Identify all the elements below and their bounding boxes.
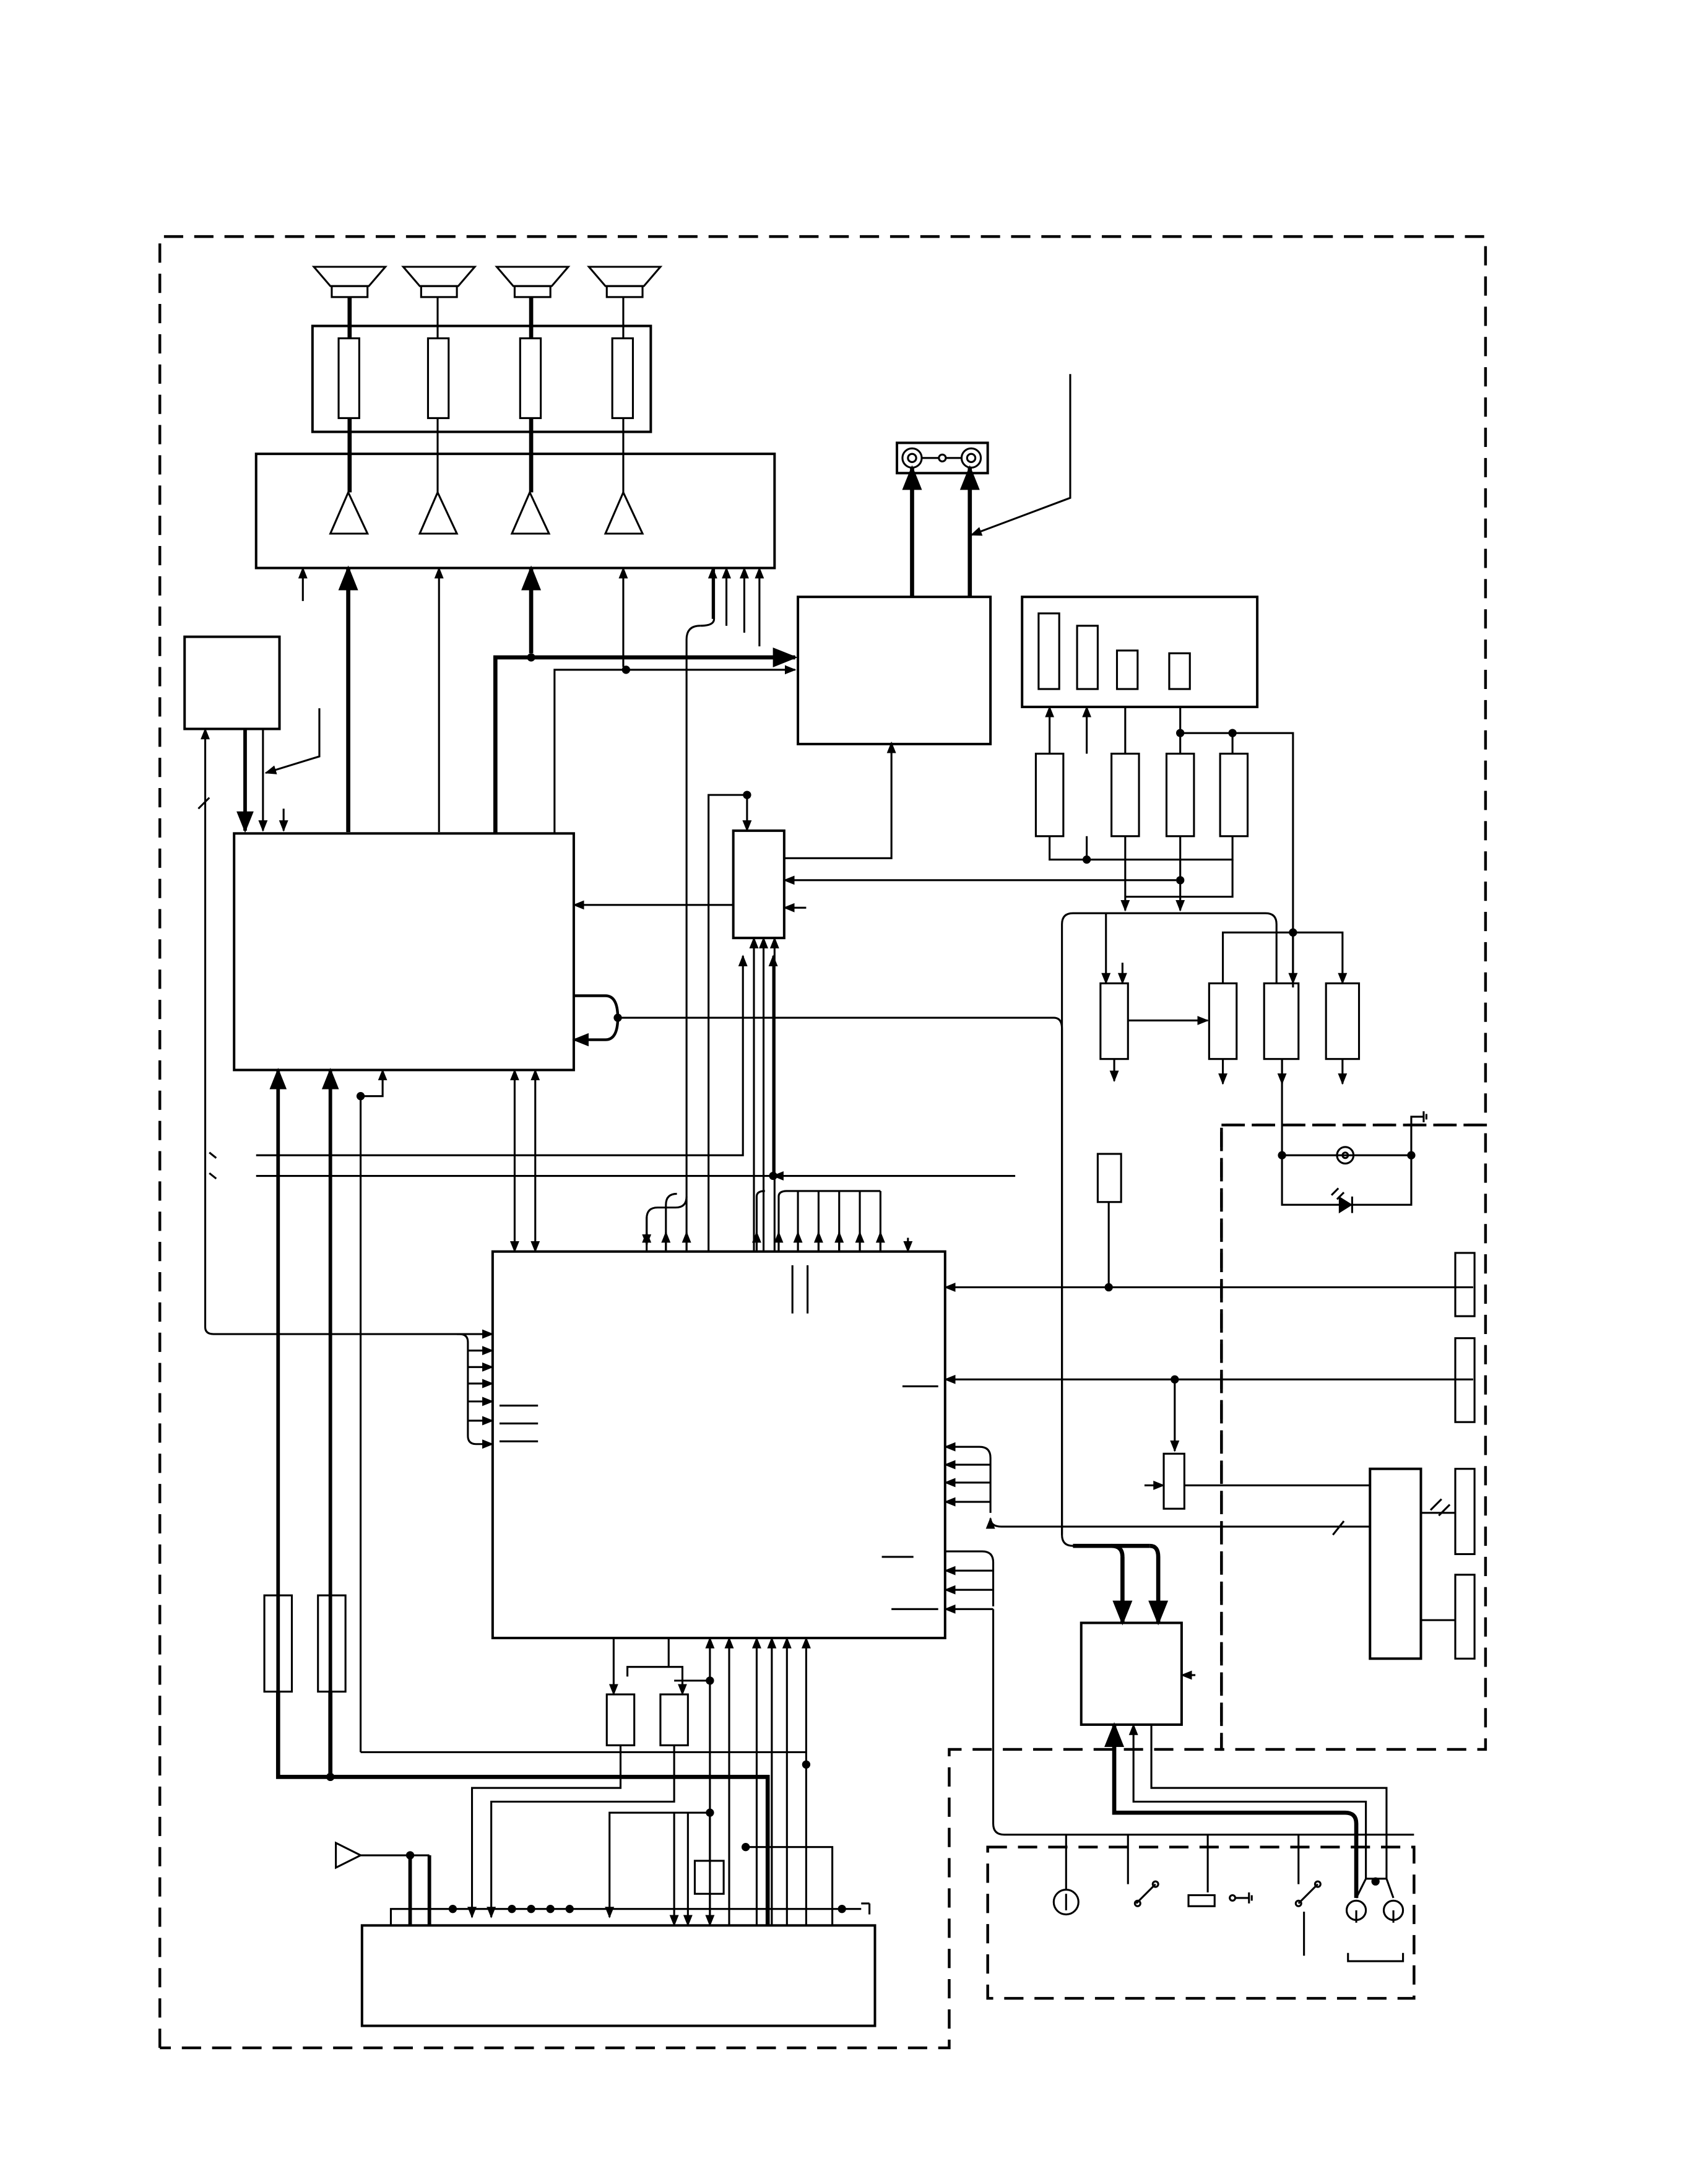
tuner-module-block [360, 1924, 876, 2027]
connector-resistor [519, 337, 542, 419]
connector [1454, 1252, 1476, 1317]
connector-resistor [611, 337, 634, 419]
knob-icon [1052, 1889, 1080, 1916]
battery-icon [1187, 1834, 1216, 1907]
resistor [1219, 752, 1249, 838]
resistor [1165, 752, 1195, 838]
resistor [605, 1693, 636, 1746]
main-cpu-ic [491, 1250, 946, 1639]
amplifier-icon [329, 490, 370, 535]
display-element [1037, 612, 1060, 690]
speaker-icon [587, 266, 663, 298]
resistor [1034, 752, 1065, 838]
display-driver-ic [1369, 1467, 1422, 1660]
power-control-block [1080, 1621, 1183, 1726]
amplifier-icon [418, 490, 459, 535]
display-connector [1454, 1574, 1476, 1660]
led-icon [1330, 1187, 1353, 1214]
main-board-boundary [158, 235, 1487, 2050]
headphone-jack-icon [1345, 1899, 1367, 1923]
display-element [1168, 652, 1191, 690]
speaker-icon [401, 266, 477, 298]
lamp-icon [1336, 1146, 1355, 1165]
front-panel-boundary [986, 1845, 1416, 2000]
display-connector [1454, 1468, 1476, 1556]
connector-resistor [337, 337, 360, 419]
av-output-jack-block [896, 441, 989, 475]
audio-processor-ic [233, 832, 575, 1072]
display-module-block [1021, 596, 1259, 708]
switch-icon [1294, 1834, 1322, 1907]
sub-board-boundary [1220, 1124, 1487, 1751]
connector [1454, 1337, 1476, 1423]
resistor [1110, 752, 1140, 838]
power-amplifier-block [254, 453, 776, 570]
resistor [1325, 982, 1361, 1060]
junction-dots [326, 653, 1416, 1913]
rca-jack-icon [960, 447, 982, 469]
potentiometer [1162, 1452, 1185, 1510]
connector-resistor [426, 337, 450, 419]
switch-icon [1127, 1834, 1159, 1907]
rca-jack-icon [901, 447, 923, 469]
speaker-icon [495, 266, 571, 298]
small-module-block [183, 635, 281, 730]
display-element [1076, 625, 1099, 690]
resistor [1099, 982, 1129, 1060]
speaker-connector-block [311, 324, 652, 433]
headphone-jack-icon [1382, 1899, 1405, 1923]
antenna-icon [335, 1841, 430, 1870]
connector-icon [1229, 1892, 1253, 1904]
amplifier-icon [510, 490, 551, 535]
resistor [1096, 1153, 1122, 1203]
control-module-block [797, 596, 992, 745]
speaker-icon [311, 266, 387, 298]
resistor [659, 1693, 689, 1746]
amplifier-icon [604, 490, 644, 535]
switch-ic [732, 829, 786, 940]
resistor [1208, 982, 1238, 1060]
display-element [1115, 649, 1139, 690]
resistor [1263, 982, 1300, 1060]
